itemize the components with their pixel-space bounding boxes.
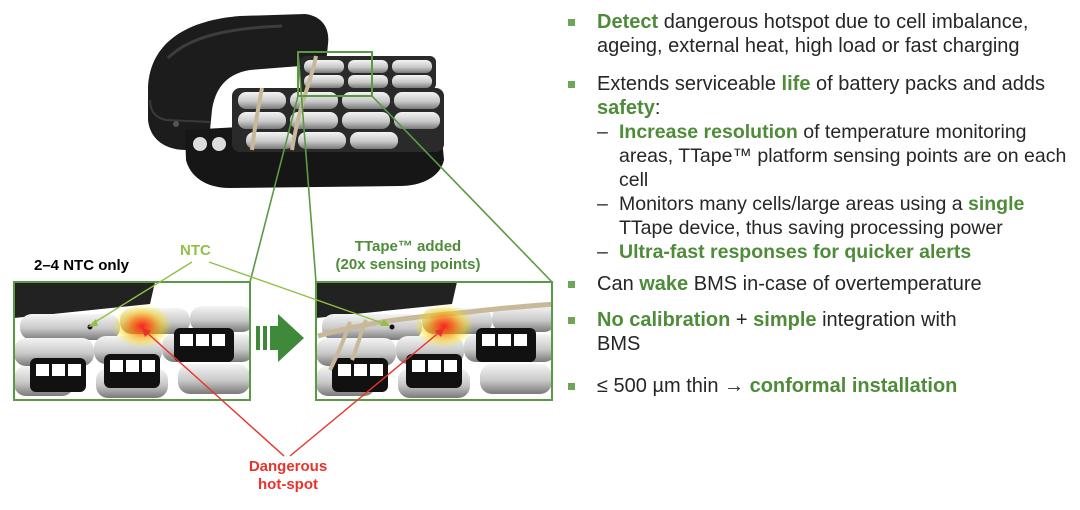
bullet-wake-bms: Can wake BMS in-case of overtemperature bbox=[566, 272, 1076, 296]
sub-bullet-fast-response: –Ultra-fast responses for quicker alerts bbox=[597, 241, 972, 263]
panel-ttape-added bbox=[316, 282, 552, 400]
label-ntc: NTC bbox=[180, 242, 211, 259]
bullet-detect: Detect dangerous hotspot due to cell imb… bbox=[566, 10, 1076, 58]
sub-bullet-single-device: –Monitors many cells/large areas using a… bbox=[597, 193, 1025, 239]
arrow-right-icon bbox=[256, 314, 304, 362]
bullet-square-icon bbox=[568, 81, 575, 88]
bullet-thin-conformal: ≤ 500 µm thin → conformal installation bbox=[566, 374, 1076, 398]
panel-ntc-only bbox=[14, 282, 250, 400]
bullet-extends-life: Extends serviceable life of battery pack… bbox=[566, 72, 1076, 264]
bullet-square-icon bbox=[568, 317, 575, 324]
sub-bullet-resolution: –Increase resolution of temperature moni… bbox=[597, 121, 1067, 191]
label-ttape-added: TTape™ added (20x sensing points) bbox=[335, 238, 481, 273]
zoom-region bbox=[297, 51, 373, 97]
battery-illustration bbox=[13, 14, 553, 457]
bullet-square-icon bbox=[568, 383, 575, 390]
bullet-list: Detect dangerous hotspot due to cell imb… bbox=[566, 4, 1076, 398]
bullet-no-calibration: No calibration + simple integration with… bbox=[566, 308, 957, 356]
bullet-square-icon bbox=[568, 19, 575, 26]
label-dangerous-hotspot: Dangerous hot-spot bbox=[248, 458, 328, 493]
bullet-square-icon bbox=[568, 281, 575, 288]
label-ntc-only: 2–4 NTC only bbox=[34, 257, 130, 274]
